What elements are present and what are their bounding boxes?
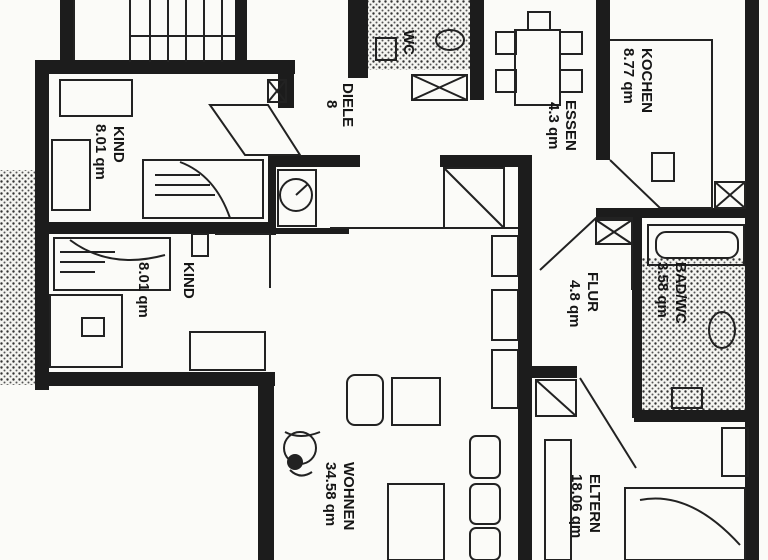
room-name-wc: WC (400, 30, 417, 55)
room-area-diele: 8 (323, 100, 340, 108)
staircase (73, 0, 235, 62)
furniture (49, 11, 749, 560)
room-area-essen: 4.3 qm (545, 102, 562, 150)
room-name-diele: DIELE (339, 83, 356, 127)
room-name-wohnen: WOHNEN (340, 462, 357, 530)
room-name-essen: ESSEN (562, 100, 579, 151)
room-name-kind-top: KIND (110, 126, 127, 163)
wc-floor-hatch (368, 0, 473, 70)
room-area-badwc: 3.58 qm (654, 262, 671, 318)
room-area-kind-top: 8.01 qm (92, 124, 109, 180)
plant-icon (283, 431, 321, 477)
room-labels: WC DIELE 8 ESSEN 4.3 qm KOCHEN 8.77 qm K… (92, 30, 689, 538)
exterior-planter-hatch (0, 170, 36, 385)
room-area-eltern: 18.06 qm (568, 474, 585, 538)
room-area-flur: 4.8 qm (566, 280, 583, 328)
room-name-kind-left: KIND (180, 262, 197, 299)
room-area-kochen: 8.77 qm (620, 48, 637, 104)
room-area-wohnen: 34.58 qm (322, 462, 339, 526)
room-name-kochen: KOCHEN (638, 48, 655, 113)
room-area-kind-left: 8.01 qm (135, 262, 152, 318)
room-name-badwc: BAD/WC (672, 262, 689, 324)
room-name-eltern: ELTERN (586, 474, 603, 533)
room-name-flur: FLUR (584, 272, 601, 312)
walls (35, 0, 759, 560)
